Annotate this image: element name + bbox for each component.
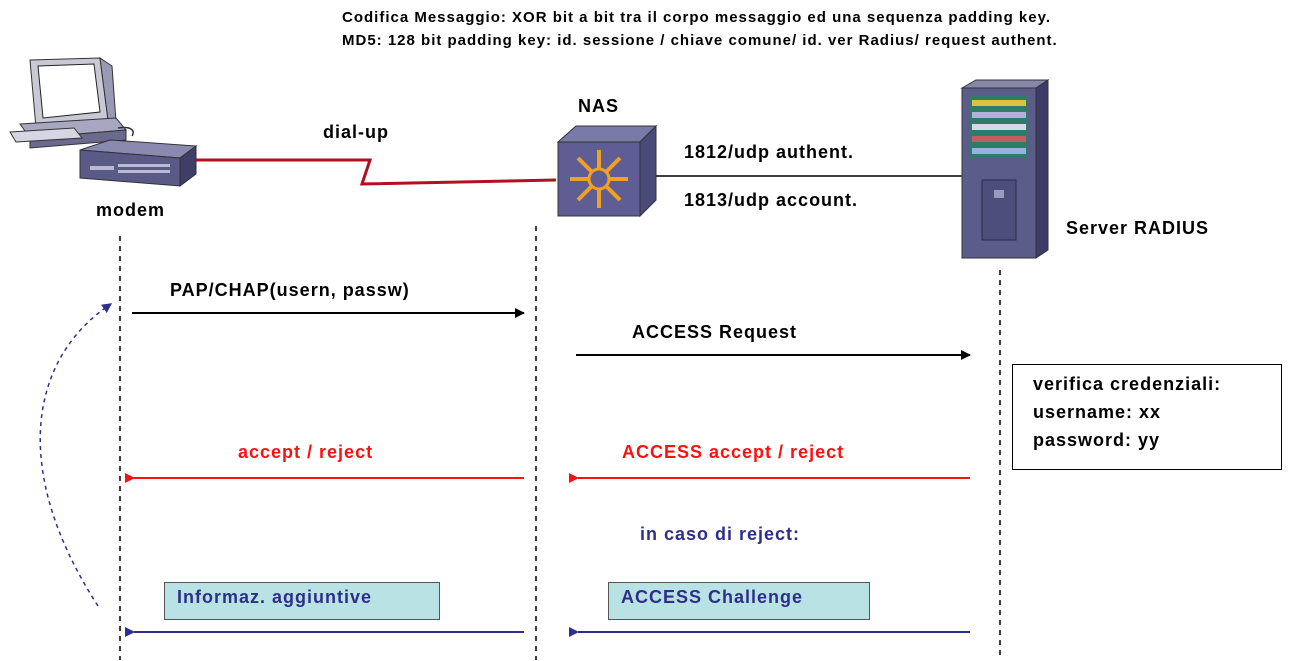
pap-chap-label: PAP/CHAP(usern, passw) xyxy=(170,280,410,300)
server-label: Server RADIUS xyxy=(1066,218,1210,238)
header-line-2: MD5: 128 bit padding key: id. sessione /… xyxy=(342,32,1058,49)
note-line-1: verifica credenziali: xyxy=(1033,374,1222,394)
retry-curve-arrow xyxy=(39,303,113,607)
note-line-3: password: yy xyxy=(1033,430,1161,450)
reject-case-label: in caso di reject: xyxy=(640,524,801,544)
nas-label: NAS xyxy=(578,96,620,116)
server-tower-icon xyxy=(960,79,1050,259)
modem-icon xyxy=(79,139,198,187)
credential-note: verifica credenziali: username: xx passw… xyxy=(1012,364,1282,470)
dialup-label: dial-up xyxy=(323,122,389,142)
router-switch-icon xyxy=(556,124,658,218)
header-line-1: Codifica Messaggio: XOR bit a bit tra il… xyxy=(342,9,1052,26)
auth-port-label: 1812/udp authent. xyxy=(684,142,855,162)
accept-reject-label: accept / reject xyxy=(238,442,374,462)
desktop-computer-icon xyxy=(9,56,134,149)
note-line-2: username: xx xyxy=(1033,402,1162,422)
access-request-label: ACCESS Request xyxy=(632,322,798,342)
info-box: Informaz. aggiuntive xyxy=(164,582,440,620)
acct-port-label: 1813/udp account. xyxy=(684,190,859,210)
challenge-box: ACCESS Challenge xyxy=(608,582,870,620)
dialup-link xyxy=(196,158,557,186)
access-accept-reject-label: ACCESS accept / reject xyxy=(622,442,845,462)
modem-label: modem xyxy=(96,200,166,220)
